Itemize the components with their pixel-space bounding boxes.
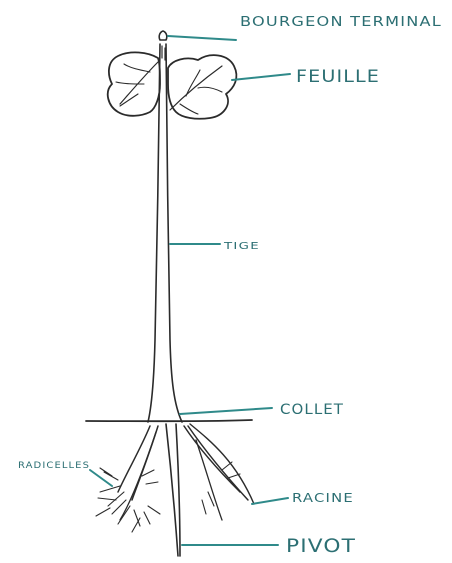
terminal-bud <box>159 31 167 40</box>
leader-racine <box>252 498 288 504</box>
label-racine: RACINE <box>292 491 354 505</box>
label-pivot: PIVOT <box>286 535 356 557</box>
left-leaf <box>108 52 160 115</box>
leader-collet <box>180 408 272 414</box>
label-tige: TIGE <box>223 241 260 252</box>
label-collet: COLLET <box>280 402 344 418</box>
leader-bourgeon <box>168 36 236 40</box>
leader-feuille <box>232 74 290 80</box>
label-feuille: FEUILLE <box>296 67 380 87</box>
root-system <box>96 424 254 556</box>
leader-radicelles <box>90 470 112 486</box>
label-radicelles: RADICELLES <box>18 461 90 471</box>
label-bourgeon-terminal: BOURGEON TERMINAL <box>240 15 442 30</box>
right-leaf <box>168 55 236 119</box>
ground-line <box>86 420 252 421</box>
